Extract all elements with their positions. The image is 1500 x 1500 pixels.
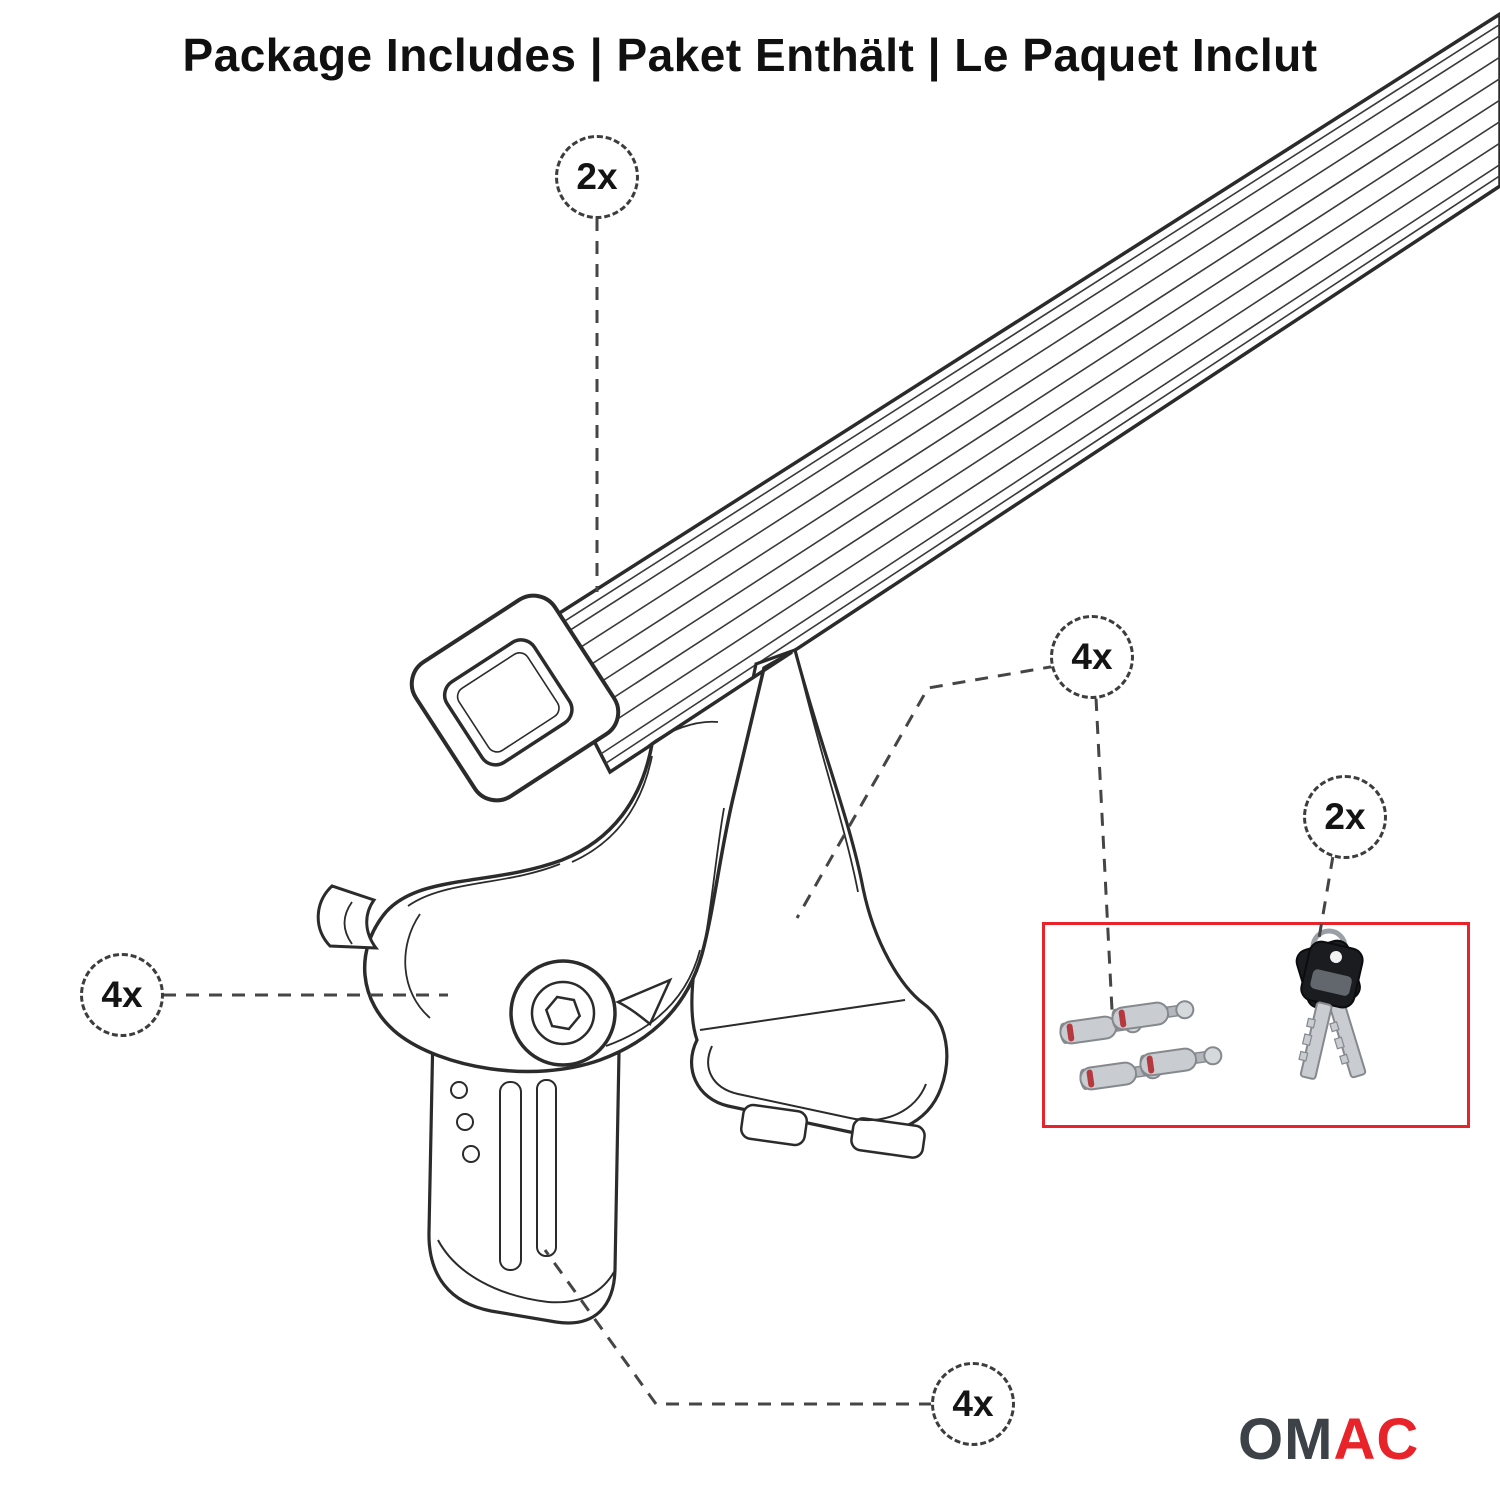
callout-label: 4x (1071, 636, 1113, 677)
pointer-flag (615, 977, 673, 1026)
end-cap (409, 593, 621, 803)
lock-cylinders-photo (1058, 997, 1224, 1092)
callout-label: 4x (952, 1383, 994, 1424)
callout-keys-qty: 2x (1303, 775, 1387, 859)
callout-label: 2x (1324, 796, 1366, 837)
omac-logo-dark: OM (1238, 1407, 1334, 1472)
callout-lockbolts-qty: 4x (1050, 615, 1134, 699)
hex-socket (544, 995, 582, 1031)
omac-logo-red: AC (1333, 1407, 1420, 1472)
mounting-foot-front (316, 650, 793, 1074)
callout-foot-qty: 4x (80, 953, 164, 1037)
omac-logo: OMAC (1238, 1406, 1419, 1473)
clamp-plate (427, 1028, 621, 1325)
callout-crossbar-qty: 2x (555, 135, 639, 219)
page-title: Package Includes | Paket Enthält | Le Pa… (182, 29, 1318, 81)
callout-label: 4x (101, 974, 143, 1015)
keys-photo (1280, 928, 1387, 1085)
parts-box (1042, 922, 1470, 1128)
callout-label: 2x (576, 156, 618, 197)
crossbar (533, 11, 1500, 775)
callout-clamp-qty: 4x (931, 1362, 1015, 1446)
